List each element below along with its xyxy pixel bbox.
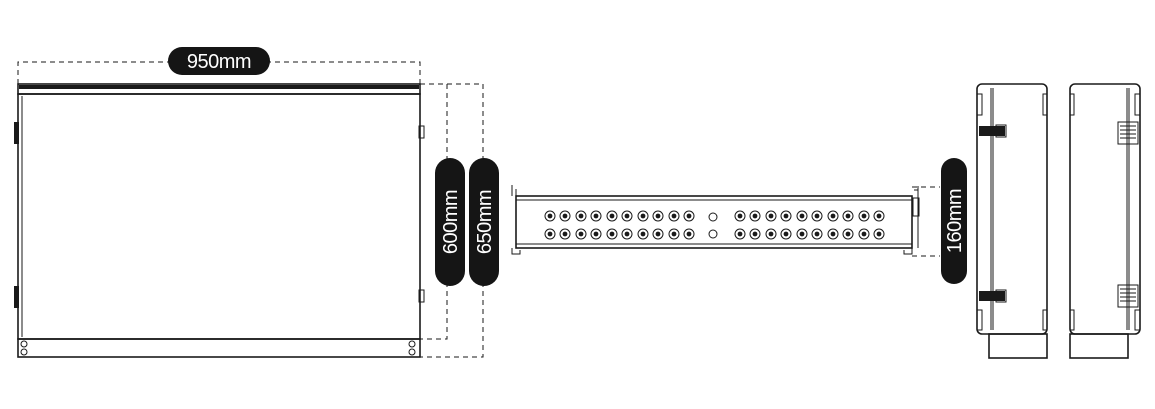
front-view: 950mm 600mm 650mm	[14, 47, 499, 358]
cable-gland-icon	[780, 210, 792, 222]
cable-gland-icon	[606, 228, 618, 240]
cable-gland-icon	[668, 210, 680, 222]
screw-icon	[20, 348, 28, 356]
center-hole-icon	[708, 212, 718, 222]
cable-gland-icon	[637, 210, 649, 222]
hinge-top	[14, 122, 19, 144]
cable-gland-icon	[749, 210, 761, 222]
cable-gland-icon	[765, 228, 777, 240]
cable-gland-icon	[811, 228, 823, 240]
front-base-plinth	[17, 338, 421, 358]
door-height-dimension-text: 600mm	[440, 190, 462, 254]
cable-gland-icon	[652, 210, 664, 222]
side-right-base	[1069, 333, 1129, 359]
latch-icon	[979, 126, 1005, 136]
center-hole-icon	[708, 229, 718, 239]
total-height-dimension-badge: 650mm	[469, 158, 499, 286]
cable-gland-icon	[668, 228, 680, 240]
top-view	[511, 185, 940, 257]
cable-gland-icon	[811, 210, 823, 222]
total-height-dimension-text: 650mm	[474, 190, 496, 254]
depth-dimension-line	[912, 186, 940, 257]
cable-gland-icon	[683, 210, 695, 222]
cable-gland-icon	[621, 210, 633, 222]
cable-gland-icon	[842, 228, 854, 240]
depth-dimension-text: 160mm	[944, 189, 966, 253]
cable-gland-icon	[559, 228, 571, 240]
front-door-panel	[17, 93, 421, 340]
side-view-right	[1069, 83, 1141, 359]
cable-gland-icon	[652, 228, 664, 240]
cable-gland-icon	[734, 210, 746, 222]
screw-icon	[20, 340, 28, 348]
cable-gland-icon	[544, 228, 556, 240]
side-left-base	[988, 333, 1048, 359]
cable-gland-icon	[842, 210, 854, 222]
hinge-icon	[1117, 284, 1139, 308]
cable-gland-icon	[749, 228, 761, 240]
cable-gland-icon	[575, 228, 587, 240]
cable-gland-icon	[796, 228, 808, 240]
hinge-icon	[1117, 121, 1139, 145]
cable-gland-icon	[780, 228, 792, 240]
latch-top	[418, 125, 425, 139]
cable-gland-icon	[734, 228, 746, 240]
screw-icon	[408, 348, 416, 356]
cable-gland-icon	[765, 210, 777, 222]
cable-gland-icon	[590, 228, 602, 240]
hinge-bottom	[14, 286, 19, 308]
latch-bottom	[418, 289, 425, 303]
width-dimension-text: 950mm	[187, 51, 251, 73]
screw-icon	[408, 340, 416, 348]
top-view-body	[515, 195, 913, 249]
latch-icon	[979, 291, 1005, 301]
cable-gland-icon	[637, 228, 649, 240]
cable-gland-icon	[873, 210, 885, 222]
side-view-left	[976, 83, 1048, 359]
cable-gland-icon	[575, 210, 587, 222]
cable-gland-icon	[873, 228, 885, 240]
cable-gland-icon	[827, 210, 839, 222]
width-dimension-badge: 950mm	[168, 47, 270, 75]
cable-gland-icon	[559, 210, 571, 222]
cable-gland-icon	[858, 210, 870, 222]
cable-gland-icon	[621, 228, 633, 240]
cable-gland-icon	[606, 210, 618, 222]
cable-gland-icon	[796, 210, 808, 222]
depth-dimension-badge: 160mm	[941, 158, 967, 284]
door-height-dimension-badge: 600mm	[435, 158, 465, 286]
cable-gland-rows	[544, 210, 885, 240]
cable-gland-icon	[683, 228, 695, 240]
width-dimension-line	[17, 61, 421, 84]
cable-gland-icon	[827, 228, 839, 240]
cable-gland-icon	[544, 210, 556, 222]
cable-gland-icon	[858, 228, 870, 240]
cable-gland-icon	[590, 210, 602, 222]
